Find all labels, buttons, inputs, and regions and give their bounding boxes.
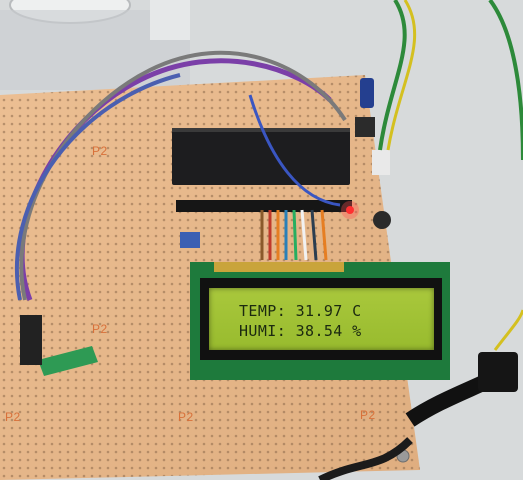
sensor-connector (20, 315, 42, 365)
power-led (346, 206, 354, 214)
microcontroller-chip (172, 130, 350, 185)
silkscreen-label: P2 (360, 408, 376, 422)
pin-header (176, 200, 352, 212)
green-yellow-wire (378, 0, 407, 151)
electrolytic-capacitor (360, 78, 374, 108)
silkscreen-label: P2 (178, 410, 194, 424)
silkscreen-label: P2 (92, 144, 108, 158)
lcd-screen: TEMP: 31.97 C HUMI: 38.54 % (209, 288, 434, 350)
lcd-line-humidity: HUMI: 38.54 % (239, 322, 362, 340)
potentiometer (180, 232, 200, 248)
lcd-ribbon-wires (260, 209, 328, 261)
silkscreen-label: P2 (5, 410, 21, 424)
dc-power-jack (478, 352, 518, 392)
silkscreen-label: P2 (92, 322, 108, 336)
blue-wire (14, 73, 181, 301)
connector (372, 150, 390, 175)
capacitor-small (373, 211, 391, 229)
sensor-module (38, 346, 98, 376)
grey-wire (19, 50, 347, 301)
lcd-line-temperature: TEMP: 31.97 C (239, 302, 362, 320)
push-button (355, 117, 375, 137)
